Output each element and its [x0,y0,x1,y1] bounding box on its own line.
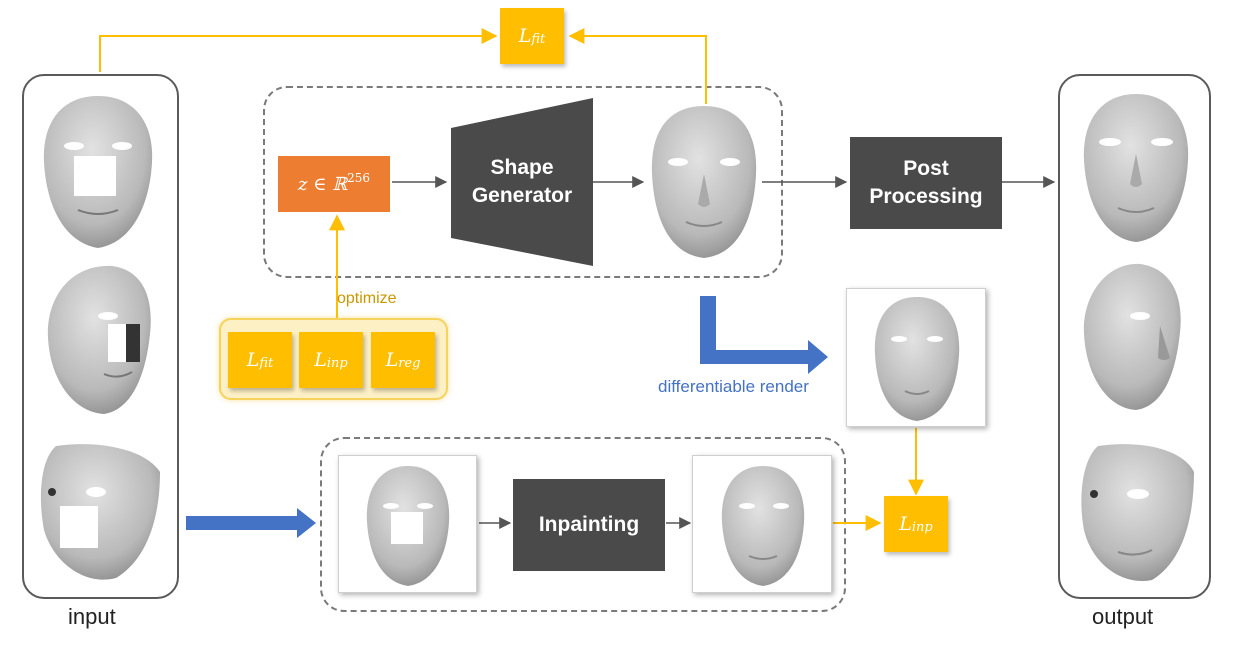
inpainted-face [721,466,805,586]
input-face-3 [40,444,161,580]
inpainting-box: Inpainting [513,479,665,571]
post-processing-box: Post Processing [850,137,1002,229]
input-panel [22,74,179,599]
loss-fit-base: L [518,25,532,47]
masked-face-frame [338,455,477,593]
latent-label: z ∈ ℝ [297,173,348,195]
optimize-label: optimize [337,290,397,307]
latent-sup: 256 [347,171,371,185]
inpainted-face-frame [692,455,832,593]
differentiable-render-arrow [700,296,828,374]
inpainting-label: Inpainting [538,513,640,536]
output-face-2 [1083,263,1181,410]
loss-inp-base: L [899,513,912,535]
loss-reg-sub: reg [398,355,421,371]
output-caption: output [1092,604,1154,629]
loss-inp-sub: inp [911,519,933,535]
post-processing-label: Post Processing [869,157,983,208]
fit-arrow-from-generated [568,28,707,104]
loss-fit-sub: fit [259,355,274,371]
input-to-inpainting-arrow [186,508,316,538]
generated-face [651,106,757,258]
loss-fit-sub: fit [531,31,546,47]
loss-inp-sub: inp [326,355,348,371]
input-face-2 [47,265,151,414]
shape-generator-label: Shape Generator [471,156,573,207]
output-face-3 [1081,444,1194,581]
input-face-1 [43,96,153,248]
loss-reg-base: L [385,349,399,371]
rendered-face-frame [846,288,986,427]
inpainting-group [320,437,846,612]
loss-inp-base: L [314,349,327,371]
output-panel [1058,74,1211,599]
output-face-1 [1083,94,1189,242]
rendered-face [874,297,960,421]
input-caption: input [68,604,116,629]
fit-arrow-from-input [99,28,498,72]
shape-generator-shape [451,98,593,266]
loss-fit-base: L [246,349,260,371]
render-label: differentiable render [658,377,809,396]
masked-face [366,466,450,586]
